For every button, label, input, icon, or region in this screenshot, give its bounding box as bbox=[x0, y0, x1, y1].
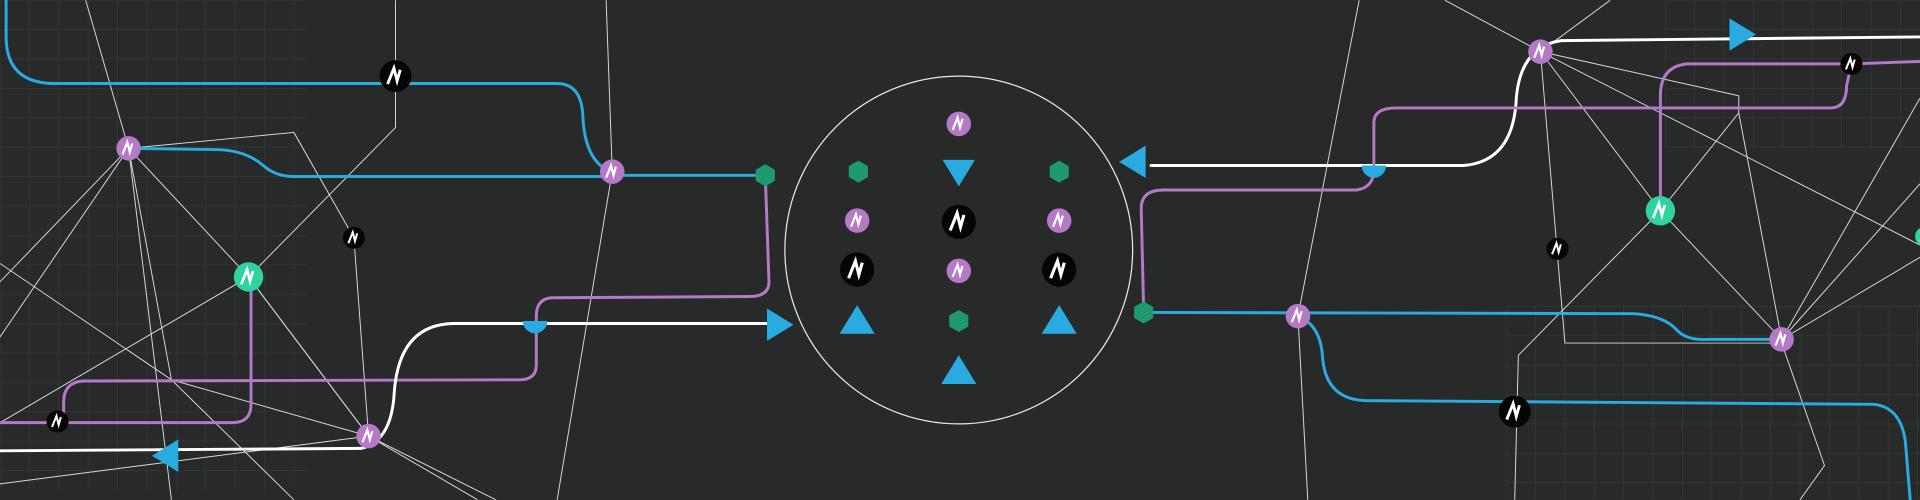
blue-line bbox=[1296, 314, 1912, 500]
black-node-icon bbox=[840, 252, 875, 287]
purple-line bbox=[1372, 59, 1920, 167]
black-node-icon bbox=[342, 226, 365, 249]
black-node-icon bbox=[1546, 237, 1569, 260]
purple-line bbox=[1139, 167, 1376, 314]
tri-right-node-icon bbox=[767, 308, 794, 341]
green-node-icon bbox=[233, 262, 264, 292]
hex-node-icon bbox=[949, 310, 969, 333]
blue-line bbox=[1142, 310, 1784, 341]
purple-line bbox=[1658, 62, 1853, 213]
hex-node-icon bbox=[1134, 301, 1154, 324]
tri-up-node-icon bbox=[941, 355, 977, 384]
purple-node-icon bbox=[1528, 39, 1553, 64]
hex-node-icon bbox=[848, 160, 868, 183]
purple-line bbox=[0, 173, 771, 425]
purple-node-icon bbox=[844, 208, 870, 233]
nodes bbox=[46, 18, 1920, 472]
black-node-icon bbox=[1042, 252, 1077, 287]
purple-node-icon bbox=[1769, 327, 1794, 352]
hex-node-icon bbox=[1049, 160, 1069, 183]
green-node-icon bbox=[1645, 196, 1676, 226]
thin-line bbox=[0, 435, 478, 500]
purple-node-icon bbox=[116, 136, 141, 161]
thin-line bbox=[0, 131, 370, 437]
black-node-icon bbox=[379, 60, 412, 93]
tri-left-node-icon bbox=[1119, 145, 1146, 178]
hex-node-icon bbox=[755, 164, 775, 187]
green-node-icon bbox=[1915, 228, 1920, 246]
center-hub-ring bbox=[784, 75, 1134, 425]
black-node-icon bbox=[1498, 395, 1531, 428]
half-node-icon bbox=[1361, 165, 1387, 178]
half-node-icon bbox=[522, 321, 548, 334]
tri-up-node-icon bbox=[1041, 305, 1077, 334]
tri-up-node-icon bbox=[839, 305, 875, 334]
blue-line bbox=[4, 0, 767, 177]
black-node-icon bbox=[46, 410, 69, 433]
purple-node-icon bbox=[356, 423, 381, 449]
black-node-icon bbox=[1840, 52, 1863, 75]
thin-line bbox=[248, 0, 396, 278]
purple-line bbox=[62, 277, 253, 425]
purple-node-icon bbox=[1285, 303, 1311, 329]
purple-node-icon bbox=[1046, 208, 1072, 233]
blue-line bbox=[127, 146, 614, 178]
black-node-icon bbox=[941, 204, 976, 239]
thin-line bbox=[1540, 51, 1920, 246]
thin-line bbox=[1540, 51, 1920, 341]
purple-node-icon bbox=[946, 258, 972, 284]
purple-node-icon bbox=[946, 111, 972, 137]
tri-down-node-icon bbox=[942, 159, 975, 187]
tri-left-node-icon bbox=[151, 439, 179, 472]
tri-right-node-icon bbox=[1729, 18, 1756, 51]
purple-node-icon bbox=[600, 159, 625, 184]
thin-line bbox=[1514, 51, 1740, 500]
